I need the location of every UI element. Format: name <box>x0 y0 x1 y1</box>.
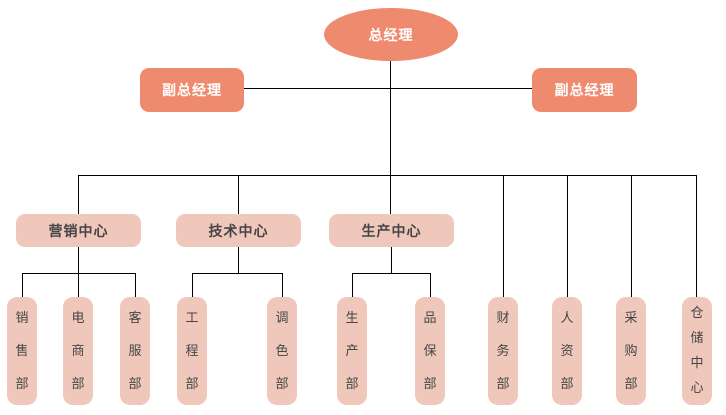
node-technology-center[interactable]: 技术中心 <box>176 214 301 247</box>
connector-drop-production-dept <box>352 273 353 297</box>
node-dept-sales[interactable]: 销售部 <box>7 297 37 405</box>
dept-label: 仓储中心 <box>690 306 704 396</box>
node-dept-human-resources[interactable]: 人资部 <box>552 297 582 405</box>
dept-label: 人资部 <box>560 310 574 392</box>
node-dept-purchasing[interactable]: 采购部 <box>616 297 646 405</box>
connector-drop-marketing <box>78 175 79 215</box>
dept-label: 生产部 <box>345 310 359 392</box>
dept-label: 采购部 <box>624 310 638 392</box>
node-production-center[interactable]: 生产中心 <box>329 214 454 247</box>
dept-label: 工程部 <box>185 310 199 392</box>
connector-drop-engineering <box>192 273 193 297</box>
connector-drop-technology <box>238 175 239 215</box>
connector-drop-color-mixing <box>282 273 283 297</box>
dept-label: 调色部 <box>275 310 289 392</box>
connector-technology-hline <box>192 273 282 274</box>
dept-label: 销售部 <box>15 310 29 392</box>
connector-marketing-hline <box>22 273 135 274</box>
node-deputy-manager-left[interactable]: 副总经理 <box>140 68 244 112</box>
node-dept-production[interactable]: 生产部 <box>337 297 367 405</box>
node-marketing-center[interactable]: 营销中心 <box>16 214 141 247</box>
dept-label: 财务部 <box>496 310 510 392</box>
connector-marketing-stub <box>78 247 79 297</box>
connector-main-distribution <box>78 175 697 176</box>
connector-deputy-left <box>244 88 390 89</box>
node-dept-engineering[interactable]: 工程部 <box>177 297 207 405</box>
node-dept-warehouse-center[interactable]: 仓储中心 <box>682 297 712 405</box>
connector-deputy-right <box>390 88 532 89</box>
connector-drop-customer-service <box>135 273 136 297</box>
dept-label: 客服部 <box>128 310 142 392</box>
node-general-manager[interactable]: 总经理 <box>324 8 458 61</box>
node-dept-color-mixing[interactable]: 调色部 <box>267 297 297 405</box>
node-dept-quality-assurance[interactable]: 品保部 <box>415 297 445 405</box>
connector-drop-sales <box>22 273 23 297</box>
node-dept-finance[interactable]: 财务部 <box>488 297 518 405</box>
node-dept-ecommerce[interactable]: 电商部 <box>63 297 93 405</box>
node-deputy-manager-right[interactable]: 副总经理 <box>532 68 637 112</box>
connector-trunk <box>390 60 391 215</box>
connector-production-hline <box>352 273 430 274</box>
connector-drop-human-resources <box>567 175 568 297</box>
dept-label: 品保部 <box>423 310 437 392</box>
node-dept-customer-service[interactable]: 客服部 <box>120 297 150 405</box>
connector-drop-warehouse <box>696 175 697 297</box>
connector-production-stub <box>391 247 392 273</box>
connector-drop-finance <box>503 175 504 297</box>
connector-drop-quality-assurance <box>430 273 431 297</box>
connector-drop-purchasing <box>631 175 632 297</box>
connector-technology-stub <box>238 247 239 273</box>
dept-label: 电商部 <box>71 310 85 392</box>
